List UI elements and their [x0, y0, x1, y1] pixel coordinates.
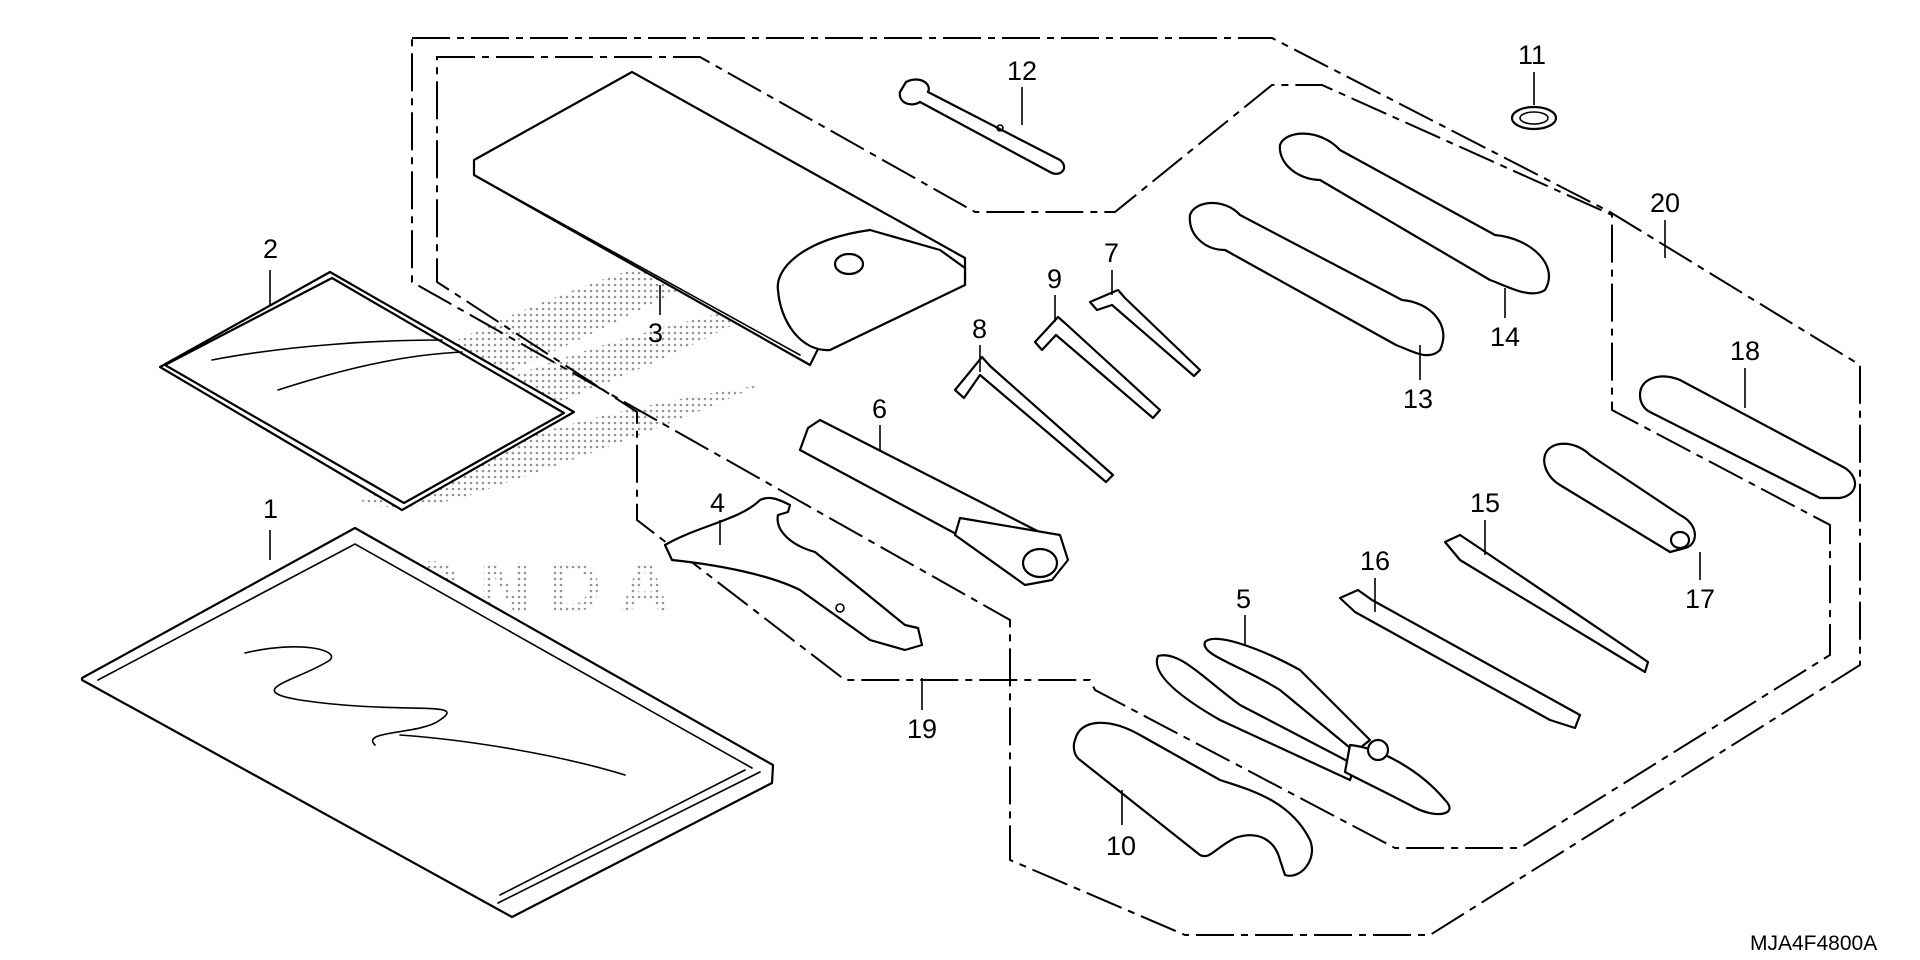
- callout-14: 14: [1490, 322, 1520, 352]
- callout-17: 17: [1685, 584, 1715, 614]
- part-10-c-spanner: [1072, 721, 1313, 877]
- part-13-wrench: [1188, 201, 1445, 357]
- part-8-hex-key: [953, 355, 1115, 484]
- part-5-pliers: [1155, 637, 1451, 816]
- callout-19: 19: [907, 714, 937, 744]
- callout-12: 12: [1007, 56, 1037, 86]
- callout-9: 9: [1047, 264, 1062, 294]
- part-7-hex-key: [1088, 288, 1202, 378]
- callout-2: 2: [263, 234, 278, 264]
- part-16-screwdriver: [1338, 588, 1582, 730]
- callout-15: 15: [1470, 488, 1500, 518]
- part-1-owners-manual-sleeve: [80, 526, 775, 919]
- callout-6: 6: [872, 394, 887, 424]
- callout-20: 20: [1650, 188, 1680, 218]
- callout-3: 3: [648, 318, 663, 348]
- part-9-hex-key: [1033, 315, 1162, 420]
- part-3-tool-bag: [472, 70, 967, 367]
- callout-1: 1: [263, 494, 278, 524]
- callout-5: 5: [1236, 584, 1251, 614]
- callout-8: 8: [972, 314, 987, 344]
- group-outline-3: [436, 56, 1831, 849]
- callout-11: 11: [1518, 40, 1546, 70]
- part-6-plug-wrench: [798, 418, 1070, 587]
- part-15-screwdriver: [1443, 533, 1650, 674]
- part-4-hook-wrench: [663, 496, 924, 652]
- callout-18: 18: [1730, 336, 1760, 366]
- diagram-code: MJA4F4800A: [1750, 932, 1877, 955]
- part-18-grip: [1638, 375, 1856, 500]
- group-outline-20: [411, 37, 1861, 936]
- callout-4: 4: [710, 488, 725, 518]
- callout-7: 7: [1104, 238, 1119, 268]
- part-2-document-pouch: [158, 270, 576, 512]
- callout-16: 16: [1360, 546, 1390, 576]
- part-17-handle: [1543, 442, 1696, 554]
- part-12-open-wrench: [898, 78, 1066, 175]
- callout-10: 10: [1106, 831, 1136, 861]
- part-14-wrench: [1278, 132, 1551, 295]
- part-11-washer: [1510, 105, 1558, 131]
- callout-13: 13: [1403, 384, 1433, 414]
